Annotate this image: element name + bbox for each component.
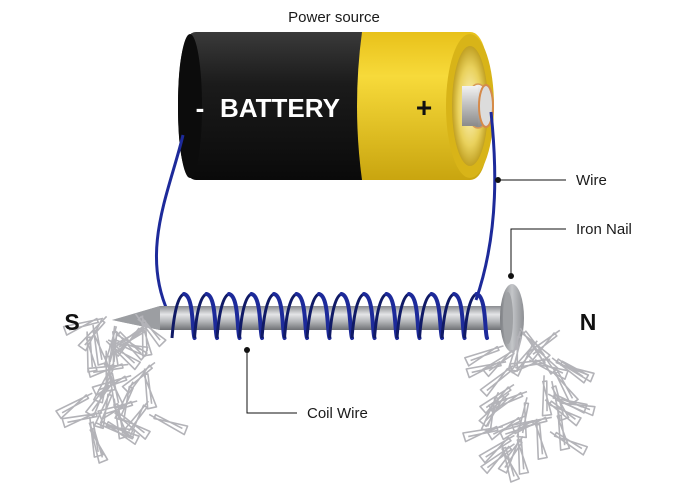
battery-label: BATTERY <box>220 93 340 123</box>
iron-nail-icon <box>112 284 524 352</box>
right-wire <box>474 111 497 301</box>
negative-sign: - <box>196 93 205 123</box>
wire-label: Wire <box>576 172 607 189</box>
paperclip-icon <box>146 410 189 436</box>
south-pole-label: S <box>64 309 79 335</box>
battery-icon <box>178 32 494 180</box>
coil-wire-label: Coil Wire <box>307 405 368 422</box>
positive-sign: + <box>416 92 432 123</box>
power-source-label: Power source <box>288 9 380 26</box>
coil-wire-leader-dot <box>244 347 250 353</box>
paperclip-cluster-right <box>462 325 596 483</box>
iron-nail-leader-dot <box>508 273 514 279</box>
coil-icon <box>170 292 489 340</box>
coil-turn-front <box>474 292 489 340</box>
wire-leader-dot <box>495 177 501 183</box>
paperclip-icon <box>137 367 158 410</box>
iron-nail-label: Iron Nail <box>576 221 632 238</box>
left-wire <box>154 134 185 313</box>
iron-nail-leader-line <box>510 228 566 276</box>
coil-wire-leader-line <box>246 350 297 414</box>
north-pole-label: N <box>580 309 597 335</box>
